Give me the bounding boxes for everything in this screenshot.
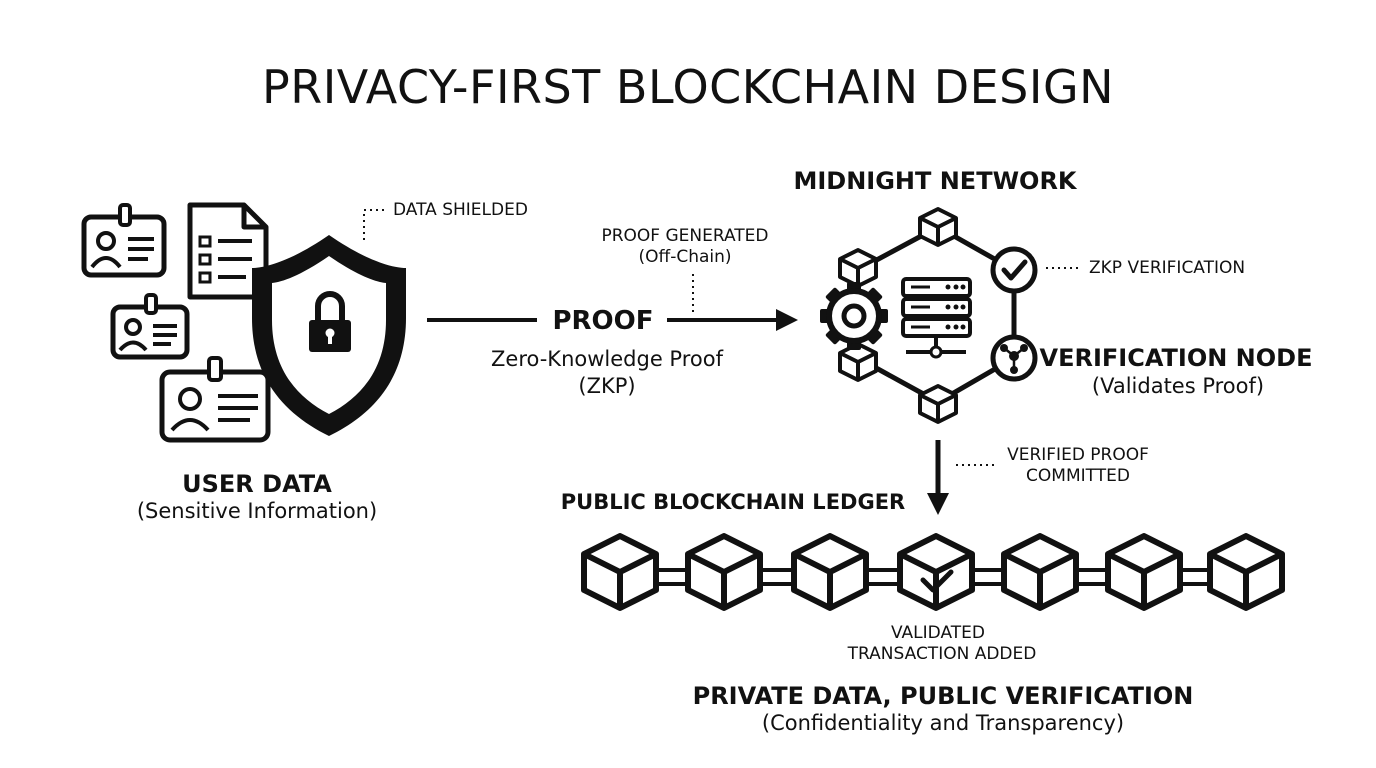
user-data-sublabel: (Sensitive Information) (136, 499, 378, 523)
network-label: MIDNIGHT NETWORK (793, 167, 1077, 195)
page-title: PRIVACY-FIRST BLOCKCHAIN DESIGN (261, 60, 1115, 114)
ledger-block-validated (900, 536, 972, 608)
verification-node-label: VERIFICATION NODE (1039, 344, 1313, 372)
id-card-icon (110, 293, 190, 360)
id-card-icon (159, 356, 271, 443)
proof-note-line1: PROOF GENERATED (601, 226, 769, 246)
document-icon (187, 202, 269, 300)
ledger-block (794, 536, 866, 608)
zkp-check-icon (990, 246, 1038, 294)
proof-sub-line2: (ZKP) (578, 374, 636, 398)
ledger-label: PUBLIC BLOCKCHAIN LEDGER (560, 490, 906, 514)
ledger-block (584, 536, 656, 608)
lock-icon (309, 291, 351, 352)
commit-note-line2: COMMITTED (1026, 466, 1130, 486)
ledger-block (688, 536, 760, 608)
verification-node-sublabel: (Validates Proof) (1091, 374, 1265, 398)
proof-note-line2: (Off-Chain) (638, 247, 732, 267)
commit-note-line1: VERIFIED PROOF (1007, 445, 1149, 465)
network-cube-bottom (918, 384, 958, 424)
server-icon (901, 277, 972, 359)
zkp-verification-note: ZKP VERIFICATION (1089, 258, 1246, 278)
id-card-icon (81, 203, 167, 278)
validated-note-line2: TRANSACTION ADDED (847, 644, 1037, 664)
shield-note-leader (363, 209, 385, 240)
footer-label: PRIVATE DATA, PUBLIC VERIFICATION (692, 682, 1194, 710)
shield-note: DATA SHIELDED (393, 200, 528, 220)
proof-arrowhead (776, 309, 798, 331)
gear-icon (820, 282, 888, 350)
footer-sublabel: (Confidentiality and Transparency) (761, 711, 1125, 735)
network-cube-upper-left (838, 248, 878, 288)
user-data-label: USER DATA (182, 470, 332, 498)
ledger-block (1210, 536, 1282, 608)
validated-note-line1: VALIDATED (891, 623, 985, 643)
ledger-block (1108, 536, 1180, 608)
proof-sub-line1: Zero-Knowledge Proof (491, 347, 723, 371)
commit-arrowhead (927, 493, 949, 515)
network-cube-top (918, 207, 958, 247)
proof-label: PROOF (552, 306, 654, 336)
ledger-block (1004, 536, 1076, 608)
verification-node-icon (990, 334, 1038, 382)
validated-check-icon (920, 569, 954, 593)
